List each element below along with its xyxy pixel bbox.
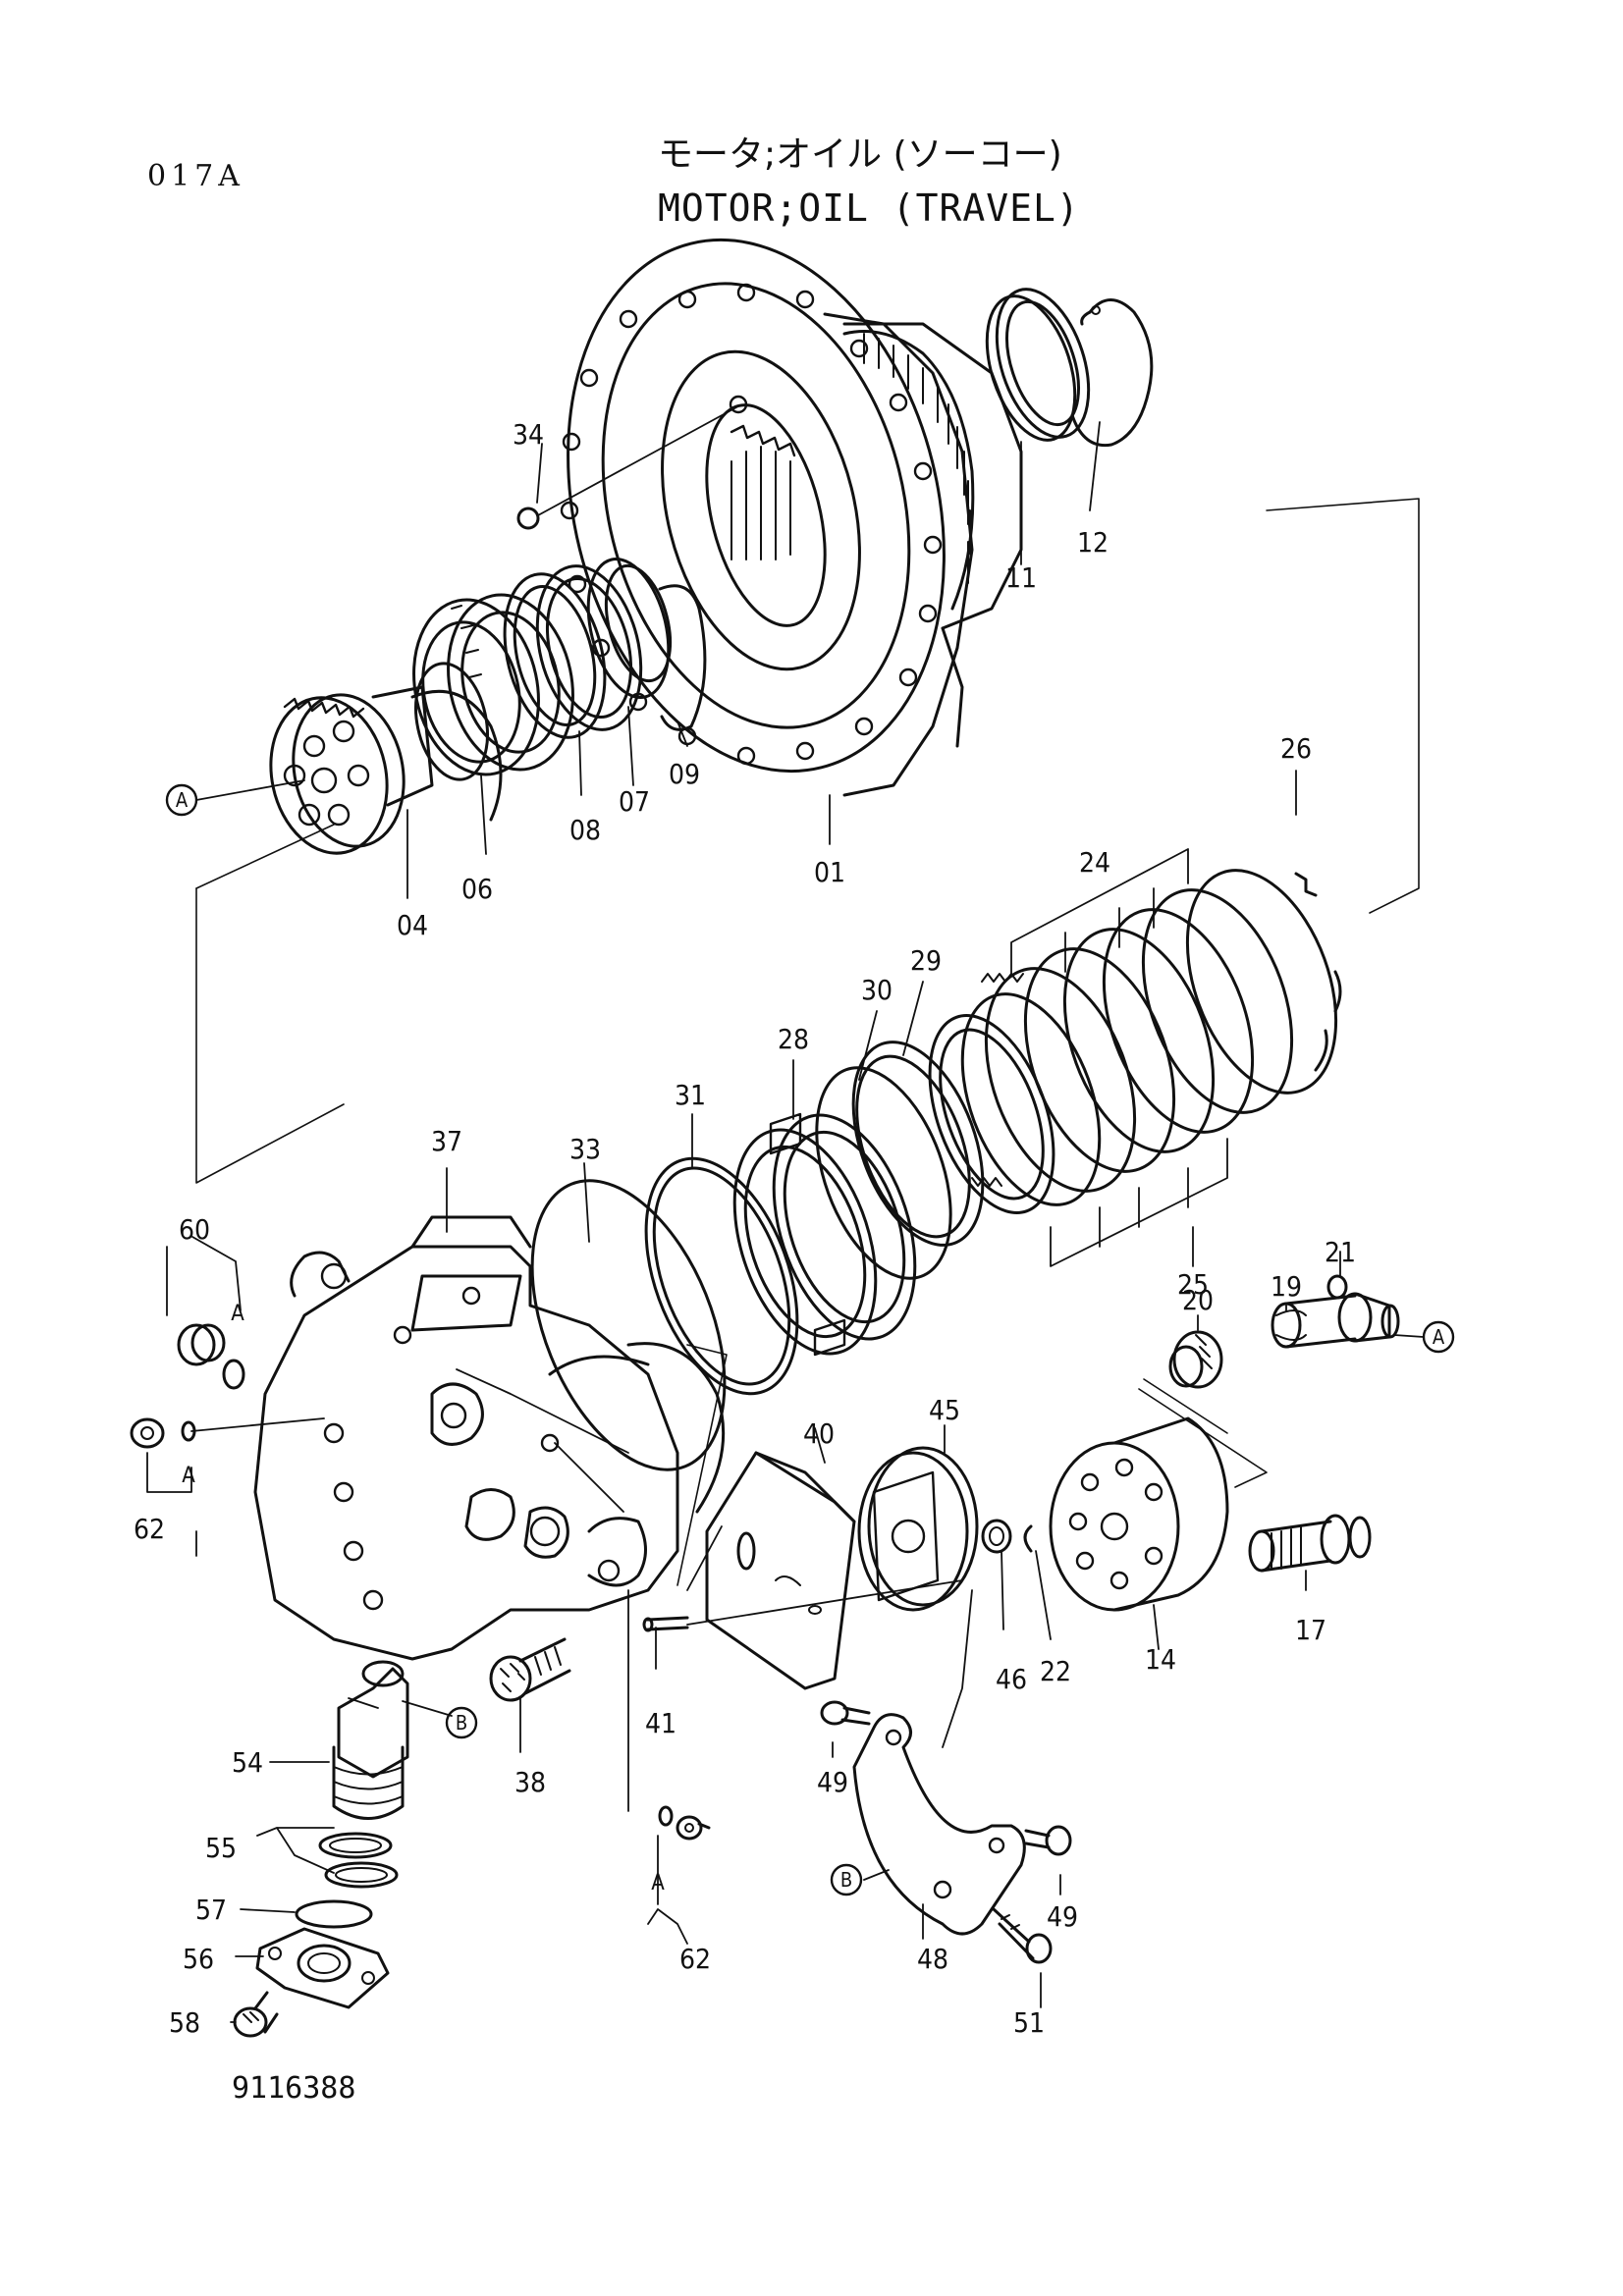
callout-57: 57 bbox=[195, 1894, 227, 1926]
shaft-part-17 bbox=[1248, 1514, 1372, 1573]
title-english: MOTOR;OIL (TRAVEL) bbox=[658, 187, 1080, 230]
spindle-shaft-part bbox=[269, 662, 503, 855]
callout-06: 06 bbox=[461, 873, 493, 905]
motor-casing-part bbox=[253, 1215, 726, 1661]
callout-62-upper: 62 bbox=[134, 1513, 165, 1545]
pin-part-41 bbox=[642, 1616, 689, 1632]
bolt-part-49-upper bbox=[820, 1700, 871, 1726]
callout-17: 17 bbox=[1295, 1614, 1326, 1646]
callout-51: 51 bbox=[1013, 2006, 1045, 2039]
callout-55: 55 bbox=[205, 1832, 237, 1864]
callout-46: 46 bbox=[996, 1663, 1027, 1695]
bolt-part-38 bbox=[489, 1637, 571, 1702]
floating-seal-part bbox=[985, 288, 1091, 442]
callout-07: 07 bbox=[619, 785, 650, 818]
callout-12: 12 bbox=[1077, 526, 1109, 559]
callout-24: 24 bbox=[1079, 846, 1110, 879]
callout-14: 14 bbox=[1145, 1643, 1176, 1676]
bolt-part-51 bbox=[992, 1907, 1053, 1964]
callout-04: 04 bbox=[397, 909, 428, 941]
callout-a-62-lower: A bbox=[651, 1871, 665, 1896]
seal-part-55-57 bbox=[295, 1832, 399, 1929]
callout-58: 58 bbox=[169, 2006, 200, 2039]
callout-41: 41 bbox=[645, 1707, 676, 1739]
callout-49-lower: 49 bbox=[1047, 1900, 1078, 1933]
callout-29: 29 bbox=[910, 944, 942, 977]
callout-33: 33 bbox=[569, 1133, 601, 1165]
callout-54: 54 bbox=[232, 1746, 263, 1779]
bearing-ring-part bbox=[503, 558, 673, 739]
bracket-part-48 bbox=[852, 1713, 1026, 1936]
callout-60: 60 bbox=[179, 1213, 210, 1246]
callout-20: 20 bbox=[1182, 1284, 1214, 1316]
callout-26: 26 bbox=[1280, 732, 1312, 765]
washer-part-46-22 bbox=[981, 1519, 1033, 1554]
callout-21: 21 bbox=[1325, 1236, 1356, 1268]
ref-marker-b-left: B bbox=[456, 1711, 467, 1735]
plug-part-60 bbox=[177, 1323, 245, 1390]
plug-part-62-lower bbox=[658, 1805, 711, 1841]
callout-a-62-upper: A bbox=[182, 1464, 195, 1488]
callout-22: 22 bbox=[1040, 1655, 1071, 1687]
cylinder-block-part-14 bbox=[1049, 1416, 1229, 1612]
callout-11: 11 bbox=[1005, 561, 1037, 594]
bolt-part-49-lower bbox=[1024, 1825, 1072, 1856]
callout-28: 28 bbox=[778, 1023, 809, 1055]
cover-part-56 bbox=[255, 1927, 390, 2009]
page-code: 017A bbox=[147, 159, 244, 193]
bolt-part-58 bbox=[233, 1991, 279, 2038]
brake-plate-stack bbox=[928, 869, 1342, 1214]
callout-49-upper: 49 bbox=[817, 1766, 848, 1798]
callout-08: 08 bbox=[569, 814, 601, 846]
brake-ring-part bbox=[815, 1041, 985, 1280]
drawing-number: 9116388 bbox=[232, 2071, 356, 2106]
spring-part-20 bbox=[1168, 1330, 1223, 1389]
plug-part-62-upper bbox=[130, 1417, 196, 1449]
hub-housing-part bbox=[560, 238, 1023, 797]
relief-valve-part-19 bbox=[1271, 1274, 1400, 1349]
o-ring-part bbox=[530, 1156, 799, 1471]
valve-plate-part-40 bbox=[705, 1451, 856, 1690]
callout-40: 40 bbox=[803, 1417, 835, 1450]
callout-45: 45 bbox=[929, 1394, 960, 1426]
ref-marker-a-right: A bbox=[1433, 1325, 1445, 1349]
ref-marker-b-right: B bbox=[840, 1868, 852, 1892]
callout-31: 31 bbox=[675, 1079, 706, 1111]
callout-09: 09 bbox=[669, 758, 700, 790]
snap-ring-part bbox=[1070, 298, 1154, 448]
o-ring-part-34 bbox=[516, 507, 540, 530]
spool-part-54 bbox=[332, 1660, 409, 1820]
callout-a-60: A bbox=[231, 1302, 244, 1326]
callout-37: 37 bbox=[431, 1125, 462, 1157]
callout-30: 30 bbox=[861, 974, 893, 1006]
callout-19: 19 bbox=[1271, 1270, 1302, 1303]
brake-piston-part bbox=[732, 1112, 917, 1357]
title-japanese: モータ;オイル (ソーコー) bbox=[658, 134, 1062, 175]
callout-48: 48 bbox=[917, 1943, 948, 1975]
callout-62-lower: 62 bbox=[679, 1943, 711, 1975]
swash-plate-part-45 bbox=[857, 1446, 979, 1612]
callout-01: 01 bbox=[814, 856, 845, 888]
callout-56: 56 bbox=[183, 1943, 214, 1975]
callout-38: 38 bbox=[514, 1766, 546, 1798]
callout-34: 34 bbox=[513, 418, 544, 451]
ref-marker-a-left: A bbox=[176, 788, 189, 812]
ring-part-09 bbox=[658, 584, 707, 731]
callout-25: 25 bbox=[1177, 1268, 1209, 1301]
